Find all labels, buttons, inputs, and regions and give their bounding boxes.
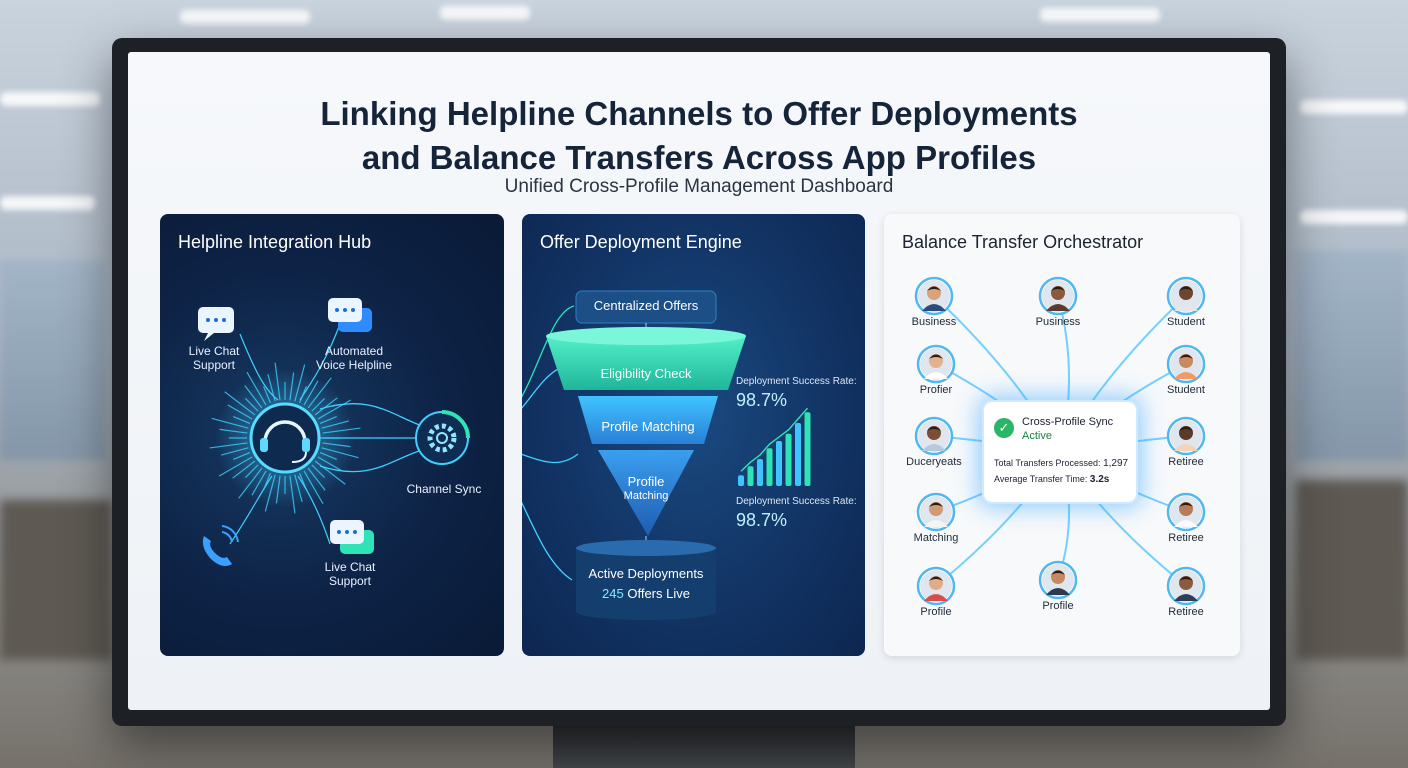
- stage-profile: Profile: [627, 474, 665, 489]
- avatar-icon: [1166, 276, 1206, 316]
- profile-label: Retiree: [1168, 456, 1204, 468]
- helpline-integration-hub-panel: Helpline Integration Hub: [160, 214, 504, 656]
- success-rate-label-1: Deployment Success Rate:: [736, 376, 857, 387]
- success-rate-bar: [757, 459, 763, 486]
- panel-title-offer-engine: Offer Deployment Engine: [540, 232, 742, 252]
- stage-centralized-offers: Centralized Offers: [593, 298, 699, 313]
- profile-label: Duceryeats: [906, 456, 962, 468]
- profile-label: Profier: [919, 384, 953, 396]
- cross-profile-sync-card: ✓ Cross-Profile Sync Active Total Transf…: [984, 402, 1136, 502]
- page-subtitle: Unified Cross-Profile Management Dashboa…: [504, 176, 894, 197]
- offer-deployment-engine-panel: Offer Deployment Engine: [522, 214, 865, 656]
- monitor-stand: [553, 724, 855, 768]
- avatar-icon: [914, 416, 954, 456]
- headset-icon: [249, 402, 321, 474]
- helpline-network-graphic: [198, 298, 470, 566]
- profile-label: Profile: [920, 606, 952, 618]
- avatar-icon: [1166, 344, 1206, 384]
- sync-card-title: Cross-Profile Sync: [1022, 416, 1114, 428]
- stage-matching: Matching: [623, 490, 669, 502]
- success-rate-bar: [804, 412, 811, 486]
- active-deployments-label: Active Deployments: [588, 566, 704, 581]
- balance-transfer-orchestrator-panel: Balance Transfer Orchestrator: [884, 214, 1240, 656]
- gear-icon: [415, 410, 470, 465]
- profile-label: Pusiness: [1035, 316, 1081, 328]
- chat-bubble-icon: [198, 307, 234, 341]
- profile-label: Student: [1167, 384, 1205, 396]
- profile-label: Business: [911, 316, 957, 328]
- profile-label: Retiree: [1168, 606, 1204, 618]
- page-title-line-1: Linking Helpline Channels to Offer Deplo…: [320, 95, 1078, 132]
- avatar-icon: [914, 276, 954, 316]
- dashboard-screen: Linking Helpline Channels to Offer Deplo…: [128, 52, 1270, 710]
- offer-funnel-graphic: [522, 290, 811, 620]
- avatar-icon: [1166, 492, 1206, 532]
- avatar-icon: [916, 492, 956, 532]
- avatar-icon: [916, 344, 956, 384]
- offers-count: 245: [602, 586, 624, 601]
- success-rate-label-2: Deployment Success Rate:: [736, 496, 857, 507]
- avatar-icon: [1038, 560, 1078, 600]
- profile-label: Profile: [1042, 600, 1074, 612]
- profile-label: Student: [1167, 316, 1205, 328]
- success-rate-bar: [785, 433, 792, 486]
- profile-label: Matching: [913, 532, 959, 544]
- success-rate-bar: [747, 466, 754, 486]
- chat-bubbles-icon: [330, 520, 374, 554]
- stage-profile-matching: Profile Matching: [601, 419, 695, 434]
- profile-label: Retiree: [1168, 532, 1204, 544]
- channel-sync-label: Channel Sync: [406, 482, 482, 496]
- avatar-icon: [1166, 416, 1206, 456]
- offers-suffix: Offers Live: [627, 586, 690, 601]
- page-title-line-2: and Balance Transfers Across App Profile…: [361, 139, 1037, 176]
- panel-title-orchestrator: Balance Transfer Orchestrator: [902, 232, 1144, 252]
- success-rate-bar: [776, 441, 782, 486]
- success-rate-value-1: 98.7%: [736, 390, 788, 410]
- avatar-icon: [1166, 566, 1206, 606]
- average-time-row: Average Transfer Time: 3.2s: [994, 474, 1110, 485]
- offers-live: 245 Offers Live: [576, 586, 716, 601]
- success-rate-bar: [766, 448, 773, 486]
- stage-eligibility-check: Eligibility Check: [600, 366, 692, 381]
- phone-icon: [202, 525, 239, 566]
- monitor: Linking Helpline Channels to Offer Deplo…: [112, 38, 1286, 726]
- success-rate-value-2: 98.7%: [736, 510, 788, 530]
- avatar-icon: [916, 566, 956, 606]
- success-rate-bar: [795, 423, 801, 486]
- success-rate-bar: [738, 475, 744, 486]
- total-transfers-row: Total Transfers Processed: 1,297: [994, 458, 1129, 469]
- page-title: Linking Helpline Channels to Offer Deplo…: [128, 92, 1270, 180]
- panel-title-helpline: Helpline Integration Hub: [178, 232, 372, 252]
- chat-bubbles-icon: [328, 298, 372, 332]
- sync-status: Active: [1022, 430, 1052, 442]
- avatar-icon: [1038, 276, 1078, 316]
- check-icon: ✓: [994, 418, 1014, 438]
